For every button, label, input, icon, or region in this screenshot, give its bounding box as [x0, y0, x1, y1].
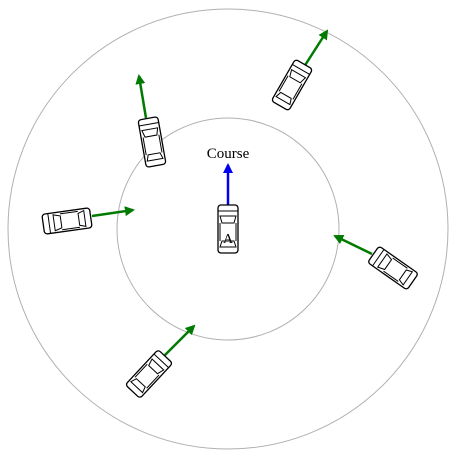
vehicle-lower-left-arrow [159, 324, 196, 361]
vehicle-right [333, 234, 420, 291]
vehicle-left [41, 206, 135, 235]
vehicle-upper-left-arrow [135, 74, 148, 119]
outer-zone-ring [7, 8, 449, 450]
course-label: Course [207, 146, 250, 162]
vehicle-left-arrow [91, 206, 135, 218]
vehicle-upper-right [270, 29, 329, 112]
vehicle-lower-left [124, 324, 196, 400]
ego-vehicle-label: A [223, 232, 234, 247]
inner-zone-ring [116, 117, 340, 341]
vehicle-upper-left [135, 74, 167, 169]
vehicle-upper-right-arrow [300, 29, 329, 71]
ego-vehicle: A [217, 163, 239, 254]
vehicle-right-arrow [333, 234, 373, 256]
